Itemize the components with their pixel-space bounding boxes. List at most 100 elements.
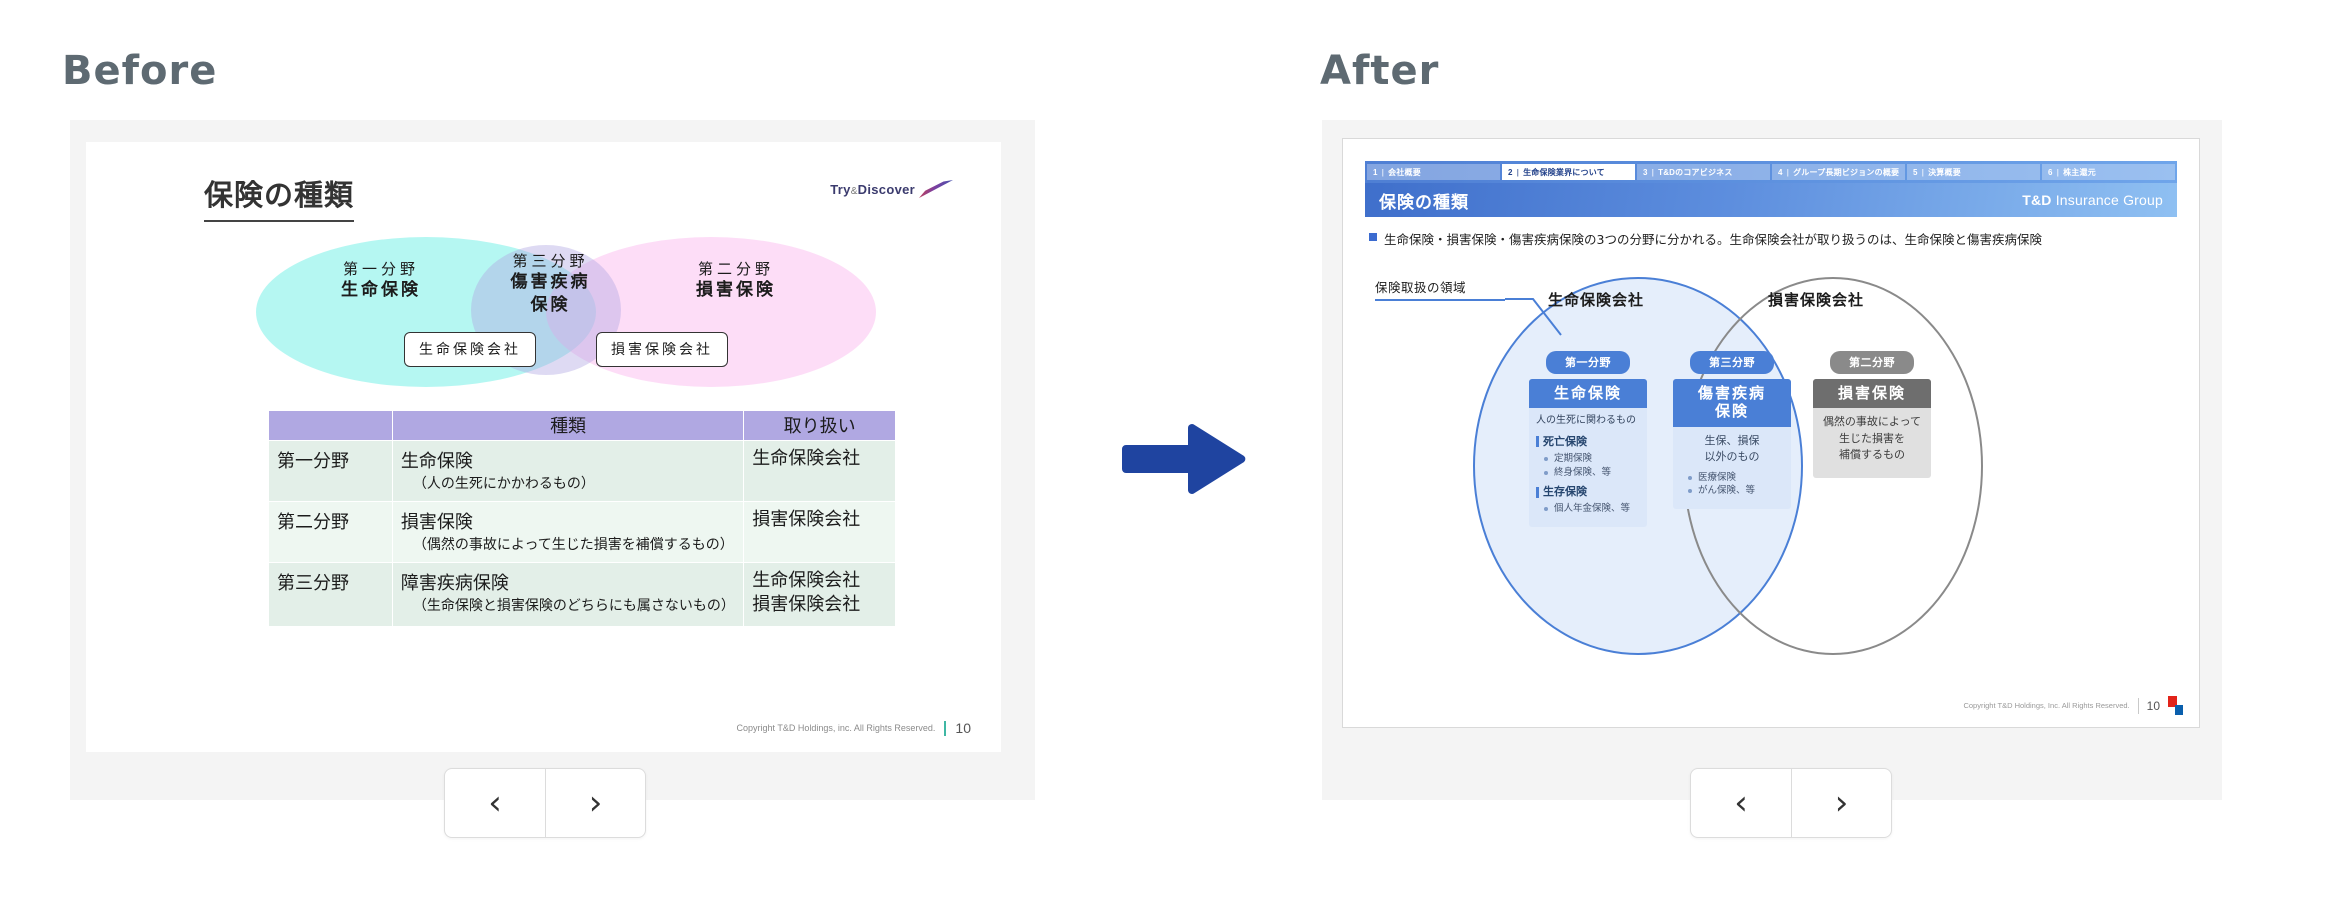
table-cell-division: 第一分野 — [268, 440, 393, 502]
table-cell-kind-main: 障害疾病保険 — [400, 573, 509, 594]
td-mark-red — [2168, 696, 2177, 707]
card-life-group-2-name: 生存保険 — [1543, 485, 1587, 499]
card-nonlife-lead: 偶然の事故によって 生じた損害を 補償するもの — [1822, 415, 1922, 462]
table-cell-kind-sub: （人の生死にかかわるもの） — [412, 476, 595, 492]
venn-label-third-field: 第三分野 傷害疾病 保険 — [483, 251, 618, 317]
nav-tab-5[interactable]: 5|決算概要 — [1907, 164, 2040, 180]
before-page-number: 10 — [955, 720, 971, 736]
nav-tab-4[interactable]: 4|グループ長期ビジョンの概要 — [1772, 164, 1905, 180]
brand-discover: Discover — [857, 182, 915, 197]
venn-label-first-big: 生命保険 — [341, 280, 421, 301]
before-pager[interactable]: ‹ › — [444, 768, 646, 838]
td-mark-icon — [2168, 696, 2183, 715]
brand-try: Try — [830, 182, 851, 197]
after-column-third-field: 第三分野 傷害疾病 保険 生保、損保 以外のもの 医療保険 がん保険、等 — [1673, 351, 1791, 510]
before-next-button[interactable]: › — [545, 769, 645, 837]
list-item: 個人年金保険、等 — [1544, 502, 1640, 516]
after-copyright: Copyright T&D Holdings, Inc. All Rights … — [1963, 701, 2130, 710]
after-title-bar: 保険の種類 T&D Insurance Group — [1365, 183, 2177, 217]
td-brand-bold: T&D — [2022, 192, 2052, 208]
venn-label-first-small: 第一分野 — [342, 260, 419, 278]
table-cell-kind-sub: （偶然の事故によって生じた損害を補償するもの） — [412, 537, 734, 553]
td-insurance-group-logo: T&D Insurance Group — [2022, 192, 2163, 208]
nav-tab-3-label: T&Dのコアビジネス — [1658, 167, 1733, 177]
card-life-group-2: 生存保険 — [1536, 484, 1640, 500]
card-injury-title: 傷害疾病 保険 — [1673, 379, 1791, 427]
venn-label-third-big: 傷害疾病 — [510, 272, 591, 293]
after-column-first-field: 第一分野 生命保険 人の生死に関わるもの 死亡保険 定期保険 終身保険、等 — [1529, 351, 1647, 527]
card-life-group-1: 死亡保険 — [1536, 434, 1640, 450]
table-row: 第三分野 障害疾病保険 （生命保険と損害保険のどちらにも属さないもの） 生命保険… — [268, 562, 896, 627]
card-nonlife-title: 損害保険 — [1813, 379, 1931, 409]
nav-tab-6-number: 6 — [2048, 167, 2053, 177]
tick-icon — [1536, 486, 1539, 498]
card-life-group-2-list: 個人年金保険、等 — [1536, 502, 1640, 516]
nav-tab-1[interactable]: 1|会社概要 — [1367, 164, 1500, 180]
card-injury-lead: 生保、損保 以外のもの — [1704, 433, 1760, 464]
nav-tab-4-sep: | — [1786, 167, 1790, 177]
table-body: 第一分野 生命保険 （人の生死にかかわるもの） 生命保険会社 第二分野 損害保険… — [268, 440, 896, 627]
after-circle-label-nonlife: 損害保険会社 — [1768, 291, 1865, 309]
card-life-title: 生命保険 — [1529, 379, 1647, 409]
try-and-discover-logo: Try&Discover — [830, 180, 953, 198]
after-next-button[interactable]: › — [1791, 769, 1891, 837]
venn-label-third-small: 第三分野 — [512, 252, 589, 270]
nav-tab-4-label: グループ長期ビジョンの概要 — [1793, 167, 1900, 177]
nav-tab-1-sep: | — [1381, 167, 1385, 177]
coverage-annotation-underline — [1375, 299, 1505, 301]
transform-arrow-icon — [1122, 424, 1246, 494]
insurance-types-table: 種類 取り扱い 第一分野 生命保険 （人の生死にかかわるもの） 生命保険会社 — [268, 410, 896, 627]
nav-tab-3[interactable]: 3|T&Dのコアビジネス — [1637, 164, 1770, 180]
venn-pill-nonlife-company: 損害保険会社 — [596, 332, 728, 367]
list-item: 医療保険 — [1688, 471, 1784, 485]
after-circle-label-life: 生命保険会社 — [1548, 291, 1645, 309]
badge-third-field: 第三分野 — [1690, 351, 1774, 374]
card-life-body: 人の生死に関わるもの 死亡保険 定期保険 終身保険、等 — [1529, 408, 1647, 527]
card-life-insurance: 生命保険 人の生死に関わるもの 死亡保険 定期保険 終身保険、等 — [1529, 379, 1647, 527]
nav-tab-5-number: 5 — [1913, 167, 1918, 177]
badge-first-field: 第一分野 — [1546, 351, 1630, 374]
nav-tab-1-number: 1 — [1373, 167, 1378, 177]
after-venn-diagram: 生命保険会社 損害保険会社 保険取扱の領域 第一分野 生命保険 人の生死に関わる… — [1343, 259, 2199, 679]
nav-tab-3-sep: | — [1651, 167, 1655, 177]
nav-tab-6[interactable]: 6|株主還元 — [2042, 164, 2175, 180]
nav-tab-4-number: 4 — [1778, 167, 1783, 177]
after-column-second-field: 第二分野 損害保険 偶然の事故によって 生じた損害を 補償するもの — [1813, 351, 1931, 478]
table-cell-kind-sub: （生命保険と損害保険のどちらにも属さないもの） — [412, 598, 735, 614]
card-injury-body: 生保、損保 以外のもの 医療保険 がん保険、等 — [1673, 427, 1791, 510]
card-injury-title-line2: 保険 — [1714, 402, 1749, 421]
nav-tab-3-number: 3 — [1643, 167, 1648, 177]
table-cell-kind: 損害保険 （偶然の事故によって生じた損害を補償するもの） — [391, 501, 745, 563]
after-pager[interactable]: ‹ › — [1690, 768, 1892, 838]
after-slide: 1|会社概要 2|生命保険業界について 3|T&Dのコアビジネス 4|グループ長… — [1342, 138, 2200, 728]
card-life-group-1-list: 定期保険 終身保険、等 — [1536, 452, 1640, 480]
before-prev-button[interactable]: ‹ — [488, 783, 502, 823]
nav-tab-6-label: 株主還元 — [2063, 167, 2096, 177]
table-cell-kind-main: 生命保険 — [400, 451, 473, 472]
table-cell-division: 第三分野 — [268, 562, 393, 627]
bullet-square-icon — [1369, 233, 1377, 241]
list-item: がん保険、等 — [1688, 484, 1784, 498]
venn-label-second-small: 第二分野 — [697, 260, 774, 278]
card-nonlife-body: 偶然の事故によって 生じた損害を 補償するもの — [1813, 408, 1931, 478]
table-cell-kind: 生命保険 （人の生死にかかわるもの） — [391, 440, 745, 502]
nav-tab-2-sep: | — [1516, 167, 1520, 177]
before-heading: Before — [62, 48, 218, 94]
list-item: 終身保険、等 — [1544, 466, 1640, 480]
table-cell-division: 第二分野 — [268, 501, 393, 563]
card-injury-disease-insurance: 傷害疾病 保険 生保、損保 以外のもの 医療保険 がん保険、等 — [1673, 379, 1791, 510]
table-row: 第一分野 生命保険 （人の生死にかかわるもの） 生命保険会社 — [268, 440, 896, 502]
tick-icon — [1536, 436, 1539, 448]
table-head: 種類 取り扱い — [268, 410, 896, 441]
after-prev-button[interactable]: ‹ — [1734, 783, 1748, 823]
venn-label-second-big: 損害保険 — [696, 280, 776, 301]
swoosh-icon — [919, 180, 953, 198]
nav-tab-2[interactable]: 2|生命保険業界について — [1502, 164, 1635, 180]
nav-tab-5-label: 決算概要 — [1928, 167, 1961, 177]
card-life-lead: 人の生死に関わるもの — [1536, 415, 1636, 427]
table-row: 第二分野 損害保険 （偶然の事故によって生じた損害を補償するもの） 損害保険会社 — [268, 501, 896, 563]
td-mark-blue — [2175, 705, 2183, 715]
brand-amp: & — [850, 186, 858, 197]
table-header-handler: 取り扱い — [743, 410, 896, 441]
table-header-kind: 種類 — [391, 410, 745, 441]
